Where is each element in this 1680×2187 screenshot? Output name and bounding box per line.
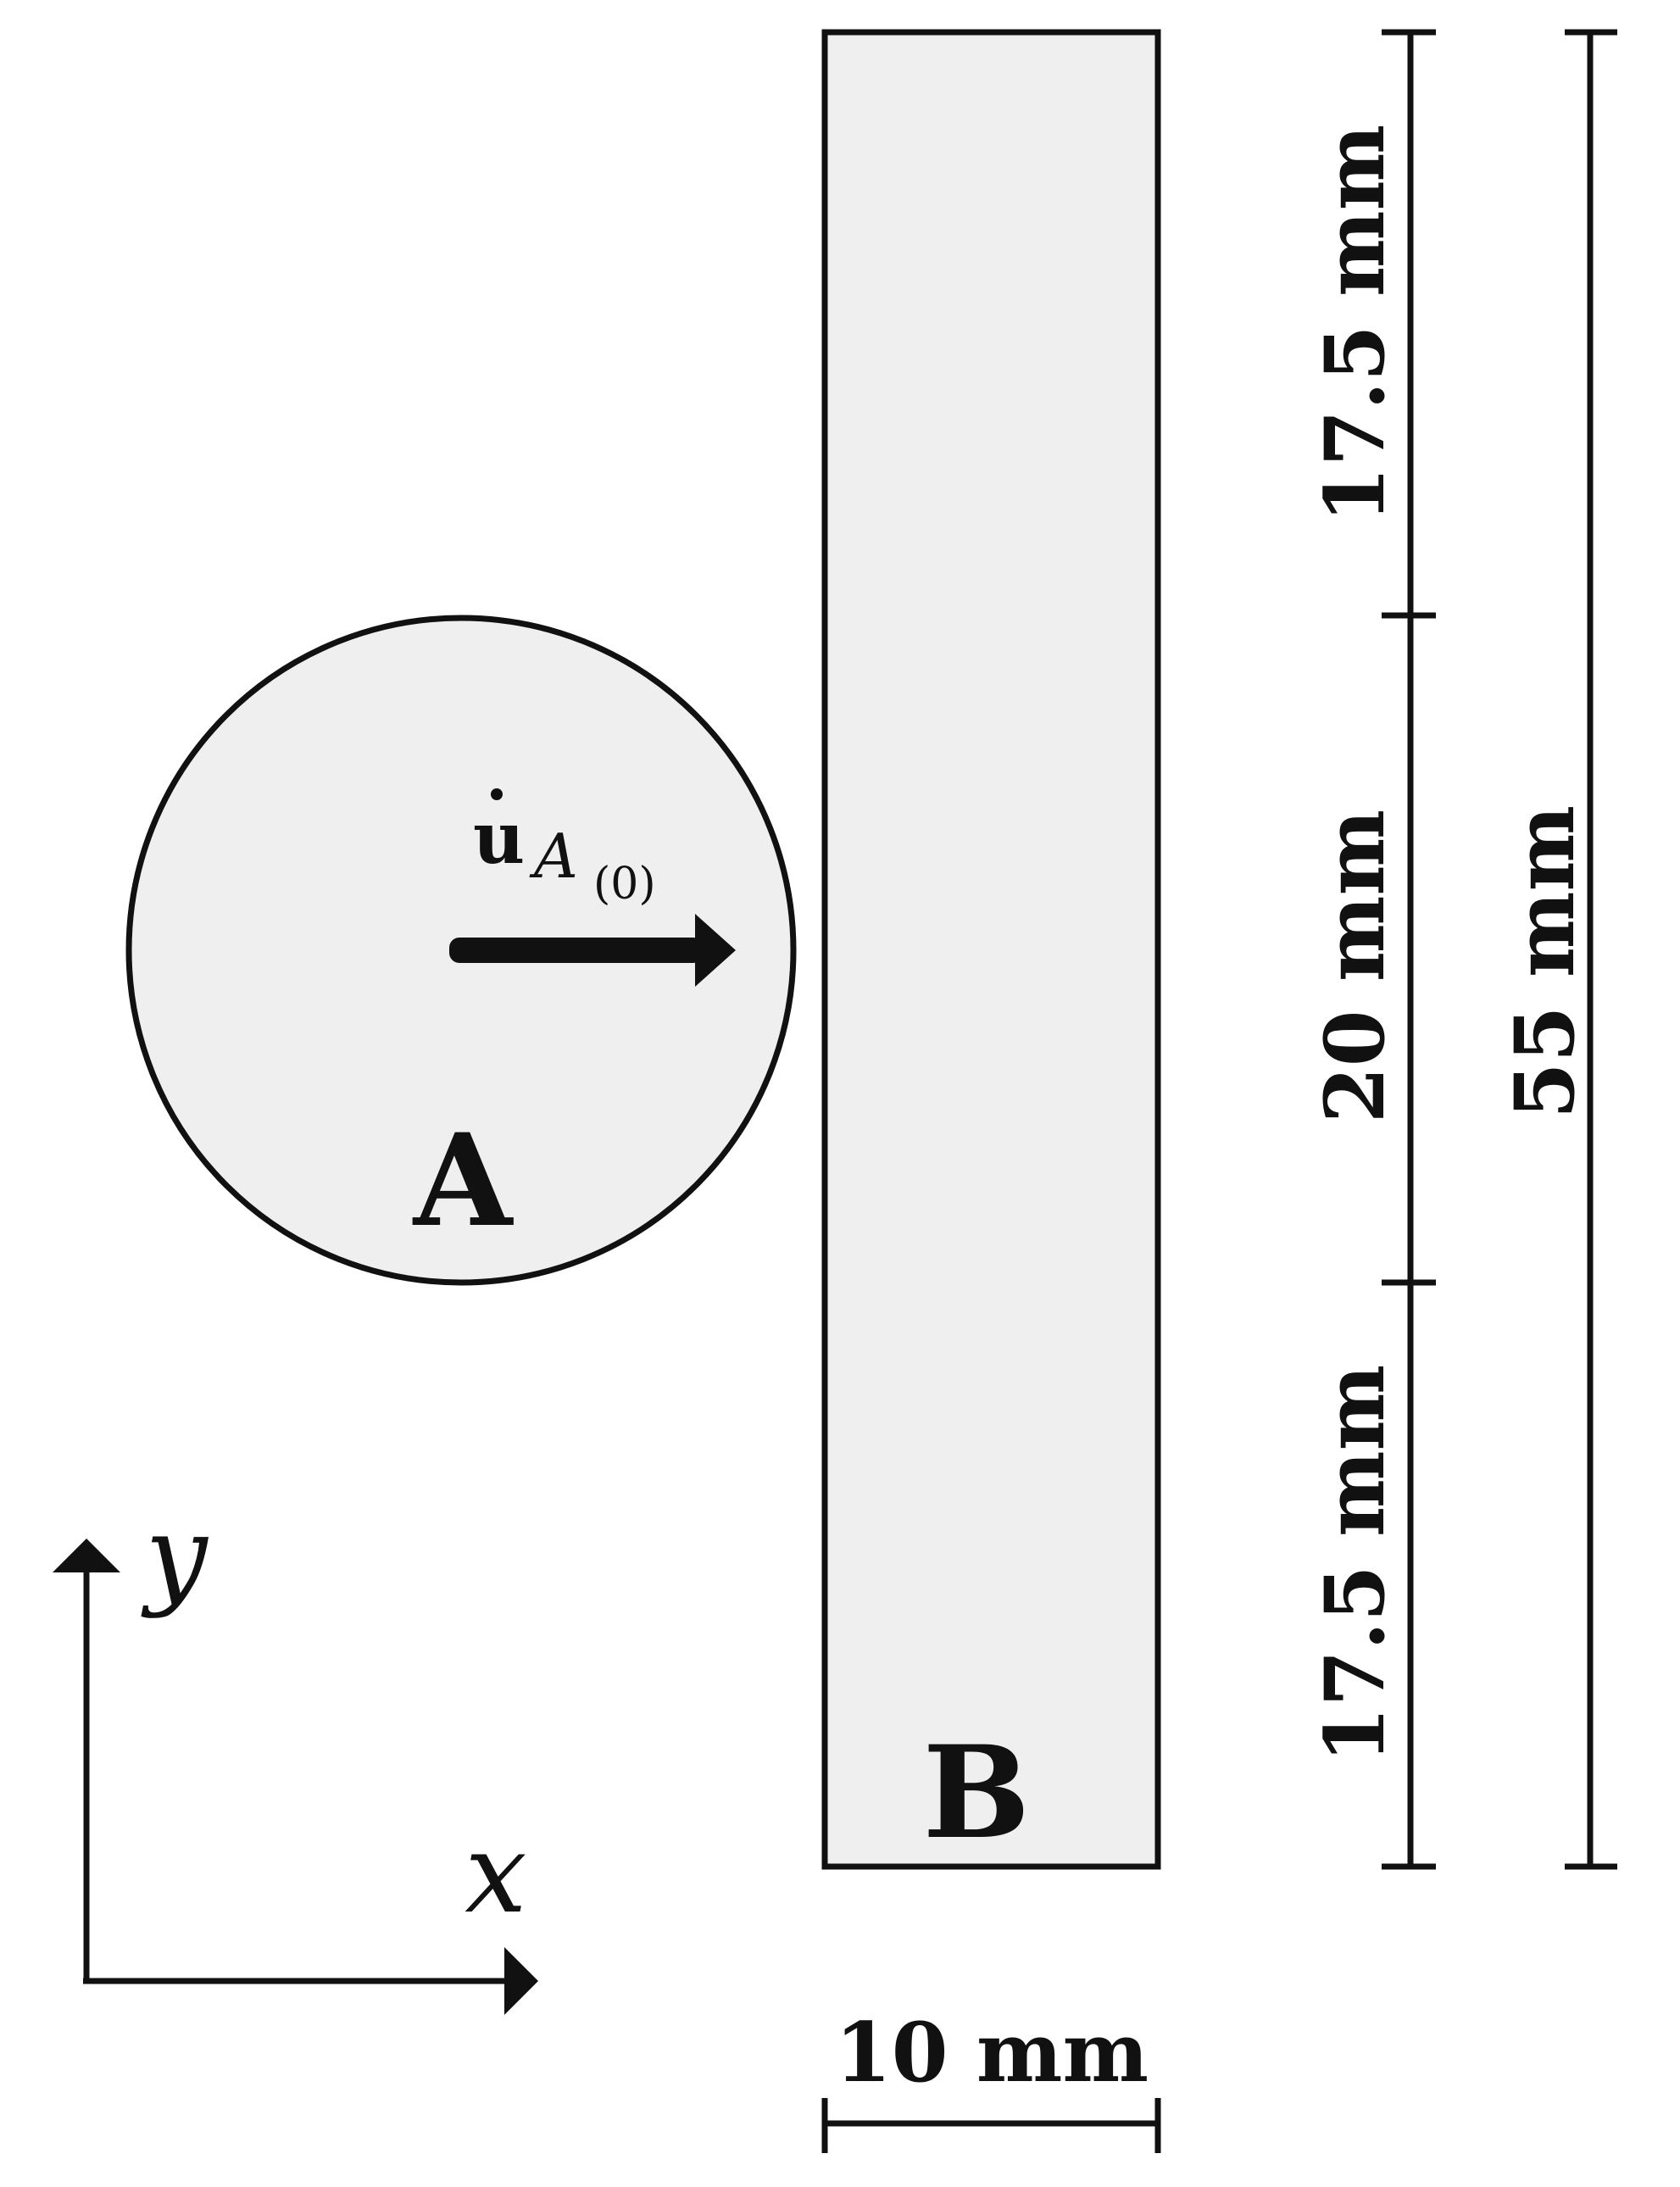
velocity-symbol: u (473, 796, 525, 880)
y-axis-label: y (141, 1491, 209, 1620)
dim-width-label: 10 mm (835, 2005, 1149, 2101)
width-dimension-line (821, 2098, 1161, 2153)
dim-middle-segment-label: 20 mm (1307, 810, 1403, 1123)
velocity-subsubscript: (0) (593, 859, 656, 910)
dim-top-segment-label: 17.5 mm (1307, 125, 1403, 523)
body-b-rectangle (821, 29, 1161, 1870)
segment-dimension-line (1382, 29, 1436, 1870)
total-height-dimension-line (1565, 29, 1617, 1870)
body-a-label: A (412, 1106, 515, 1255)
velocity-subscript: A (529, 821, 578, 892)
x-axis-label: x (465, 1809, 526, 1938)
coordinate-axes (53, 1539, 538, 2015)
velocity-label: u A (0) (473, 788, 656, 910)
dim-total-height-label: 55 mm (1497, 805, 1593, 1119)
dim-bottom-segment-label: 17.5 mm (1307, 1365, 1403, 1763)
body-b-label: B (923, 1718, 1031, 1867)
velocity-arrow (449, 914, 736, 987)
